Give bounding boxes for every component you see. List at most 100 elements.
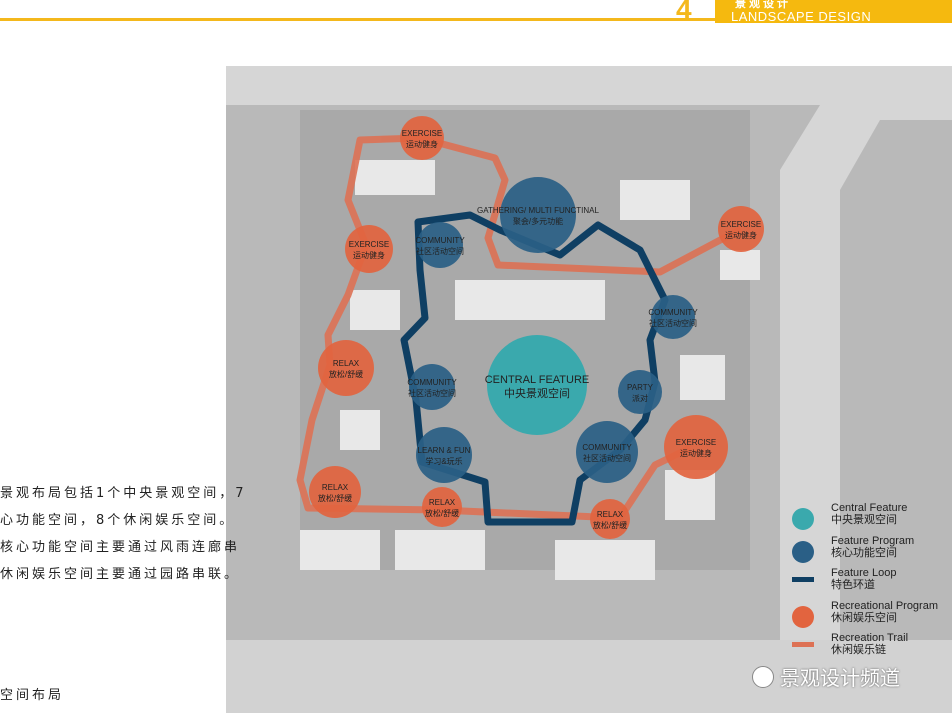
node-circle bbox=[664, 415, 728, 479]
node-label-cn: 学习&玩乐 bbox=[425, 456, 462, 466]
loop-line-icon bbox=[792, 577, 814, 582]
node-label-en: COMMUNITY bbox=[407, 378, 457, 387]
legend-label-en: Recreation Trail bbox=[831, 632, 909, 644]
legend-label-en: Central Feature bbox=[831, 502, 908, 514]
node-circle bbox=[500, 177, 576, 253]
node-circle bbox=[318, 340, 374, 396]
recreation-trail bbox=[296, 134, 743, 522]
node-label-en: EXERCISE bbox=[676, 438, 716, 447]
node-label-en: CENTRAL FEATURE bbox=[485, 374, 590, 386]
node-label-cn: 社区活动空间 bbox=[416, 246, 464, 256]
node-circle bbox=[345, 225, 393, 273]
description-line: 核心功能空间主要通过风雨连廊串 bbox=[0, 540, 241, 555]
figure-caption: 空间布局 bbox=[0, 688, 65, 703]
node-label-en: LEARN & FUN bbox=[418, 446, 471, 455]
node-label-cn: 运动健身 bbox=[406, 139, 438, 149]
node-label-cn: 运动健身 bbox=[725, 230, 757, 240]
road-bottom bbox=[226, 640, 952, 713]
node-label-cn: 社区活动空间 bbox=[583, 453, 631, 463]
wechat-icon bbox=[752, 665, 774, 688]
node-label-cn: 社区活动空间 bbox=[408, 388, 456, 398]
node-circle bbox=[417, 222, 463, 268]
node-label-en: EXERCISE bbox=[402, 129, 442, 138]
legend-label-en: Feature Program bbox=[831, 534, 915, 547]
node-circle bbox=[416, 427, 472, 483]
header-title-en: LANDSCAPE DESIGN bbox=[731, 9, 872, 24]
node-label-en: PARTY bbox=[627, 383, 654, 392]
description-line: 休闲娱乐空间主要通过园路串联。 bbox=[0, 567, 241, 582]
node-label-en: RELAX bbox=[429, 498, 456, 507]
node-circle bbox=[422, 487, 462, 527]
description: 景观布局包括1个中央景观空间，7 心功能空间，8个休闲娱乐空间。 核心功能空间主… bbox=[0, 480, 247, 588]
node-label-en: COMMUNITY bbox=[415, 236, 465, 245]
trail-line-icon bbox=[792, 642, 814, 647]
node-circle bbox=[400, 116, 444, 160]
node-label-cn: 运动健身 bbox=[680, 448, 712, 458]
legend-label-cn: 中央景观空间 bbox=[831, 514, 897, 526]
teal-circle-icon bbox=[792, 508, 814, 530]
header-rule bbox=[0, 18, 952, 21]
node-circle bbox=[409, 364, 455, 410]
section-number: 4 bbox=[676, 0, 692, 25]
node-circle bbox=[309, 466, 361, 518]
node-circle bbox=[718, 206, 764, 252]
node-label-cn: 放松/舒缓 bbox=[593, 520, 627, 530]
description-line: 心功能空间，8个休闲娱乐空间。 bbox=[0, 513, 236, 528]
node-label-en: EXERCISE bbox=[349, 240, 389, 249]
node-label-cn: 聚会/多元功能 bbox=[513, 216, 563, 226]
buildings bbox=[300, 160, 760, 580]
legend-label-cn: 休闲娱乐空间 bbox=[831, 611, 897, 624]
legend-label-en: Feature Loop bbox=[831, 567, 897, 579]
road bbox=[226, 66, 952, 713]
watermark-text: 景观设计频道 bbox=[780, 666, 900, 690]
node-label-cn: 中央景观空间 bbox=[504, 386, 570, 400]
node-label-en: RELAX bbox=[597, 510, 624, 519]
node-label-cn: 运动健身 bbox=[353, 250, 385, 260]
node-label-en: EXERCISE bbox=[721, 220, 761, 229]
description-line: 景观布局包括1个中央景观空间，7 bbox=[0, 486, 247, 501]
header-title-cn: 景观设计 bbox=[735, 0, 791, 10]
node-label-cn: 派对 bbox=[632, 393, 648, 403]
legend-label-cn: 核心功能空间 bbox=[831, 546, 897, 559]
legend-label-en: Recreational Program bbox=[831, 599, 938, 612]
node-label-en: GATHERING/ MULTI FUNCTINAL bbox=[477, 206, 599, 215]
node-label-cn: 放松/舒缓 bbox=[318, 493, 352, 503]
header-banner bbox=[715, 0, 952, 23]
node-circle bbox=[651, 295, 695, 339]
node-label-en: RELAX bbox=[322, 483, 349, 492]
node-label-en: COMMUNITY bbox=[648, 308, 698, 317]
blue-circle-icon bbox=[792, 540, 814, 563]
legend-label-cn: 特色环道 bbox=[831, 579, 875, 591]
node-label-en: RELAX bbox=[333, 359, 360, 368]
watermark: 景观设计频道 bbox=[752, 662, 900, 691]
legend-label-cn: 休闲娱乐链 bbox=[831, 644, 886, 656]
node-label-en: COMMUNITY bbox=[582, 443, 632, 452]
node-label-cn: 放松/舒缓 bbox=[425, 508, 459, 518]
node-circle bbox=[618, 370, 662, 414]
orange-circle-icon bbox=[792, 605, 814, 628]
node-circle bbox=[487, 335, 587, 435]
node-circle bbox=[576, 421, 638, 483]
node-label-cn: 放松/舒缓 bbox=[329, 369, 363, 379]
